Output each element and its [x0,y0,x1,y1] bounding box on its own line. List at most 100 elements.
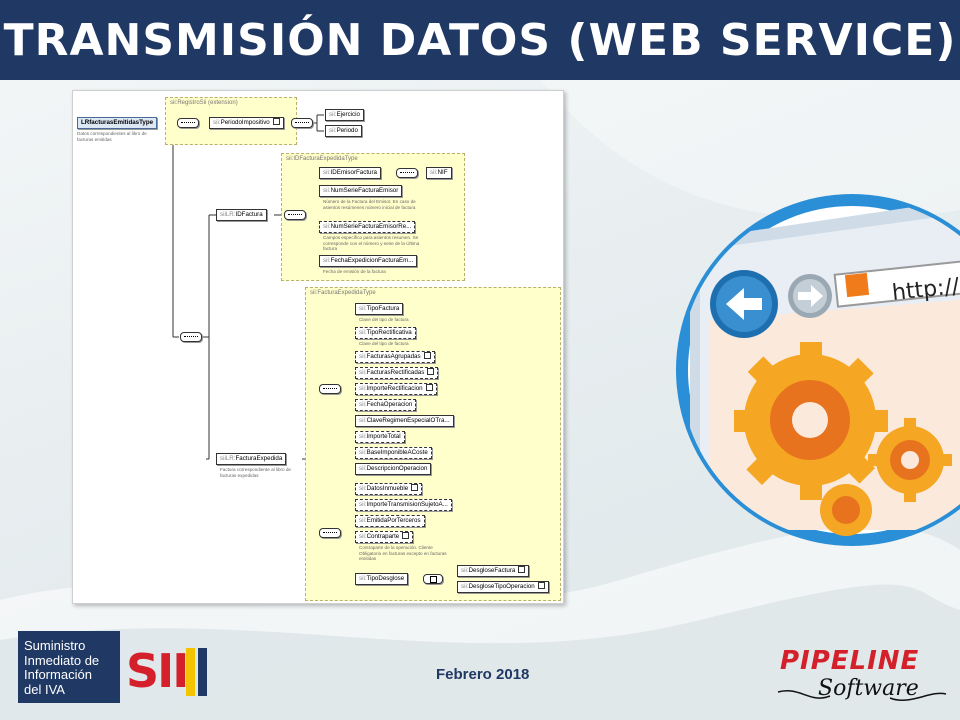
pipeline-word: PIPELINE [780,646,920,676]
element-name: FacturasRectificadas [366,369,425,376]
prefix: sii: [359,449,367,456]
sii-text-line-3: Información [24,667,92,682]
factura-expedida-desc: Factura correspondiente al libro de fact… [220,467,291,478]
prefix: sii: [359,353,367,360]
slide-date: Febrero 2018 [436,666,530,683]
element-importerectificacion[interactable]: sii:ImporteRectificacion [355,383,437,395]
element-tipo-desglose[interactable]: sii:TipoDesglose [355,573,409,585]
slide-title: TRANSMISIÓN DATOS (WEB SERVICE) [3,14,957,66]
xsd-schema-diagram: sii:RegistroSii (extension) sii: IDFactur… [72,90,564,604]
element-desc: Clave del tipo de factura [359,317,409,322]
element-tipofactura[interactable]: sii:TipoFactura [355,303,404,315]
num-serie-desc: Número de la Factura del Emisor. En caso… [323,199,416,210]
sii-logo: Suministro Inmediato de Información del … [18,628,208,706]
element-name: TipoRectificativa [366,329,412,336]
gear-large-icon [734,342,888,500]
element-idfactura[interactable]: siiLR:IDFactura [216,209,267,221]
element-name: DatosInmueble [366,485,409,492]
element-name: EmitidaPorTerceros [366,517,421,524]
sequence-compositor-factura-2 [319,528,341,538]
element-name: PeriodoImpositivo [220,119,270,126]
element-name: ImporteTotal [366,433,401,440]
element-baseimponibleacoste[interactable]: sii:BaseImponibleACoste [355,447,432,459]
sii-navy-bar [198,648,207,696]
prefix: sii: [461,567,469,574]
element-nif[interactable]: sii:NIF [426,167,452,179]
element-num-serie-factura-emisor[interactable]: sii:NumSerieFacturaEmisor [319,185,403,197]
gear-bottom-icon [820,484,872,536]
address-bar [833,260,960,308]
group-factura-title: sii:FacturaExpedidaType [310,290,376,296]
prefix: sii: [323,187,331,194]
element-name: ImporteRectificacion [366,385,423,392]
back-arrow-icon [710,270,778,338]
element-datosinmueble[interactable]: sii:DatosInmueble [355,483,423,495]
element-name: FechaExpedicionFacturaEm... [330,257,414,264]
element-name: DesgloseFactura [468,567,516,574]
prefix: sii: [329,111,337,118]
prefix: sii: [359,501,367,508]
prefix: sii: [359,305,367,312]
group-registro-title: sii:RegistroSii (extension) [170,100,238,106]
element-name: TipoDesglose [366,575,405,582]
prefix: sii: [329,127,337,134]
element-name: NumSerieFacturaEmisor [330,187,399,194]
element-ejercicio[interactable]: sii:Ejercicio [325,109,364,121]
element-periodo-impositivo[interactable]: sii:PeriodoImpositivo [209,117,284,129]
prefix: sii: [213,119,221,126]
element-claveregimenespecialotra[interactable]: sii:ClaveRegimenEspecialOTra... [355,415,454,427]
element-periodo[interactable]: sii:Periodo [325,125,362,137]
element-fechaoperacion[interactable]: sii:FechaOperacion [355,399,417,411]
prefix: siiLR: [220,211,236,218]
sii-text-line-2: Inmediato de [24,652,100,668]
element-factura-expedida[interactable]: siiLR:FacturaExpedida [216,453,287,465]
forward-arrow-icon [788,274,832,318]
element-importetransmisionsujetoa[interactable]: sii:ImporteTransmisionSujetoA... [355,499,452,511]
prefix: sii: [323,257,331,264]
element-id-emisor-factura[interactable]: sii:IDEmisorFactura [319,167,381,179]
element-name: Ejercicio [336,111,360,118]
sii-text-line-1: Suministro [24,638,86,653]
root-element-name: LRfacturasEmitidasType [81,119,154,126]
element-emitidaporterceros[interactable]: sii:EmitidaPorTerceros [355,515,425,527]
element-name: ClaveRegimenEspecialOTra... [366,417,450,424]
pipeline-software-logo: PIPELINE Software [770,646,950,712]
element-name: FacturaExpedida [235,455,283,462]
prefix: sii: [359,575,367,582]
expand-icon [518,565,526,573]
expand-icon [427,367,435,375]
element-facturasrectificadas[interactable]: sii:FacturasRectificadas [355,367,439,379]
prefix: sii: [323,223,331,230]
element-num-serie-resumen[interactable]: sii:NumSerieFacturaEmisorRe... [319,221,416,233]
prefix: sii: [359,329,367,336]
sii-letters: SII [126,644,189,698]
element-name: IDEmisorFactura [330,169,377,176]
element-descripcionoperacion[interactable]: sii:DescripcionOperacion [355,463,432,475]
element-name: IDFactura [235,211,263,218]
element-name: ImporteTransmisionSujetoA... [366,501,448,508]
sequence-compositor-idfactura [284,210,306,220]
element-desc: Clave del tipo de factura [359,341,409,346]
element-desglose-factura[interactable]: sii:DesgloseFactura [457,565,530,577]
prefix: sii: [461,583,469,590]
expand-icon [423,351,431,359]
element-name: TipoFactura [366,305,400,312]
element-fecha-expedicion[interactable]: sii:FechaExpedicionFacturaEm... [319,255,418,267]
element-tiporectificativa[interactable]: sii:TipoRectificativa [355,327,416,339]
prefix: sii: [359,385,367,392]
prefix: sii: [359,517,367,524]
prefix: sii: [430,169,438,176]
prefix: siiLR: [220,455,236,462]
slide-title-bar: TRANSMISIÓN DATOS (WEB SERVICE) [0,0,960,80]
expand-icon [425,383,433,391]
schema-root-element[interactable]: LRfacturasEmitidasType [77,117,158,129]
expand-icon [402,531,410,539]
element-desglose-tipo-operacion[interactable]: sii:DesgloseTipoOperacion [457,581,549,593]
element-contraparte[interactable]: sii:Contraparte [355,531,414,543]
sequence-compositor-factura-1 [319,384,341,394]
expand-icon [537,581,545,589]
element-facturasagrupadas[interactable]: sii:FacturasAgrupadas [355,351,435,363]
expand-icon [411,483,419,491]
element-importetotal[interactable]: sii:ImporteTotal [355,431,405,443]
element-name: NIF [437,169,448,176]
